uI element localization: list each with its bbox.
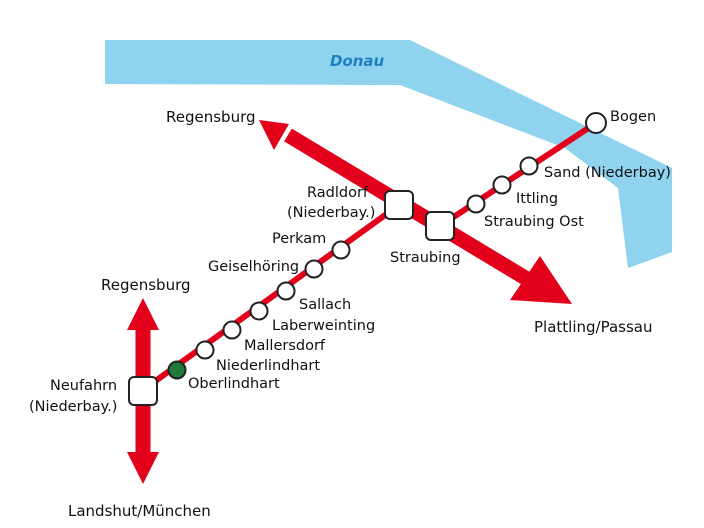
hub-neufahrn (128, 376, 158, 406)
label-neufahrn-2: (Niederbay.) (29, 399, 117, 415)
label-oberlindhart: Oberlindhart (188, 376, 280, 392)
stop-sand (519, 156, 539, 176)
label-geiselhoering: Geiselhöring (208, 259, 299, 275)
hub-straubing (425, 211, 455, 241)
stop-mallersdorf (222, 320, 242, 340)
stop-geiselhoering (304, 259, 324, 279)
stop-perkam (331, 240, 351, 260)
stop-bogen (585, 112, 607, 134)
dest-regensburg-w: Regensburg (101, 276, 191, 294)
label-radldorf-2: (Niederbay.) (287, 205, 375, 221)
rail-line-neufahrn-radldorf (140, 202, 402, 393)
label-straubing-ost: Straubing Ost (484, 214, 584, 230)
stop-niederlindhart (195, 340, 215, 360)
river-label: Donau (330, 52, 385, 70)
stop-oberlindhart (167, 360, 187, 380)
label-neufahrn-1: Neufahrn (50, 378, 117, 394)
label-laberweinting: Laberweinting (272, 318, 375, 334)
label-perkam: Perkam (272, 231, 326, 247)
stop-ittling (492, 175, 512, 195)
stop-laberweinting (249, 301, 269, 321)
dest-regensburg-nw: Regensburg (166, 108, 256, 126)
label-bogen: Bogen (610, 109, 656, 125)
hub-radldorf (384, 190, 414, 220)
label-radldorf-1: Radldorf (307, 185, 369, 201)
label-straubing: Straubing (390, 250, 461, 266)
label-sand: Sand (Niederbay) (544, 165, 671, 181)
stop-straubing-ost (466, 194, 486, 214)
label-ittling: Ittling (516, 191, 558, 207)
label-sallach: Sallach (299, 297, 351, 313)
stop-sallach (276, 281, 296, 301)
rail-line-straubing-bogen (437, 120, 599, 229)
label-mallersdorf: Mallersdorf (244, 338, 326, 354)
dest-landshut: Landshut/München (68, 502, 211, 520)
dest-plattling: Plattling/Passau (534, 318, 652, 336)
label-niederlindhart: Niederlindhart (216, 358, 320, 374)
river-donau (105, 40, 672, 268)
